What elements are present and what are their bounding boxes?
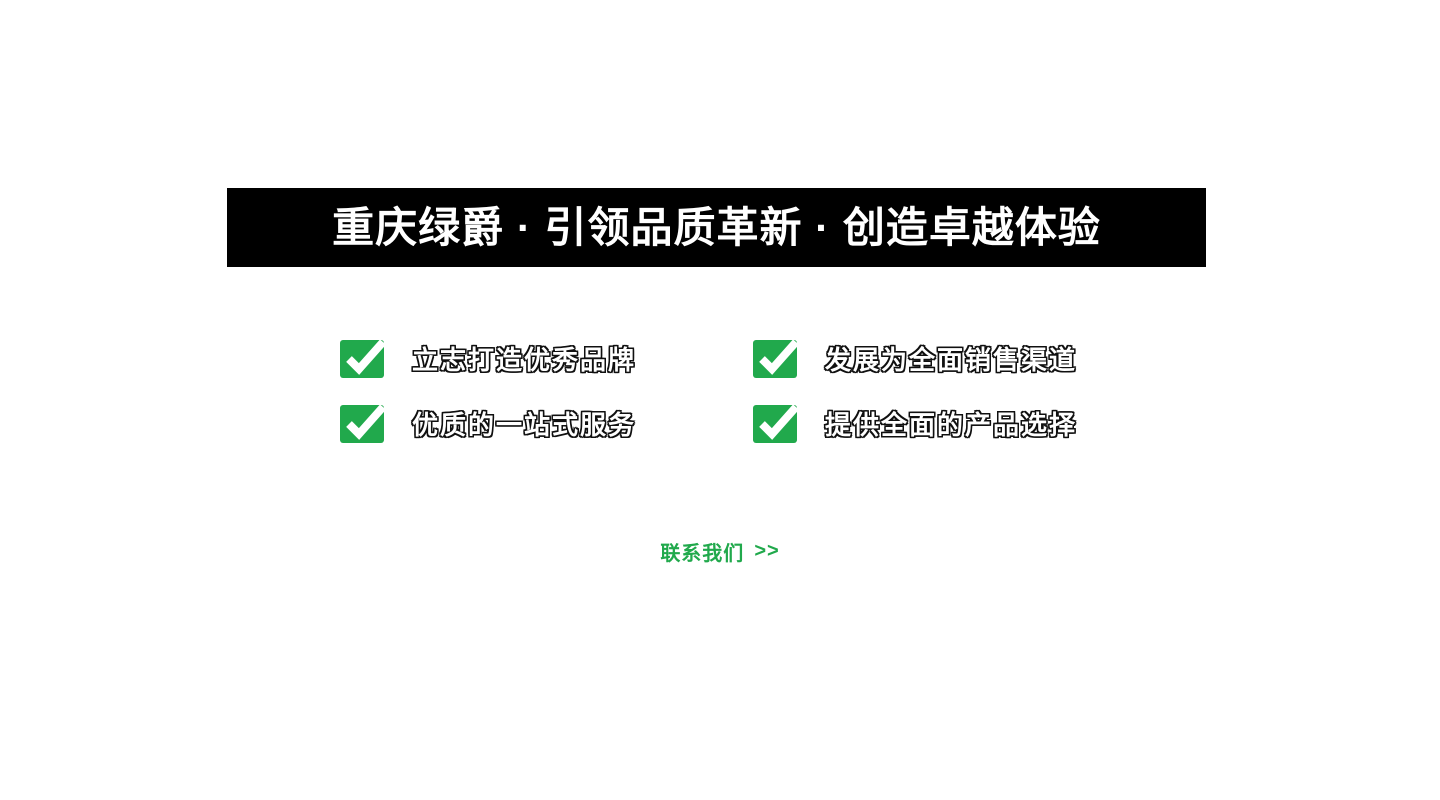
feature-item: 优质的一站式服务: [340, 403, 636, 443]
check-icon: [753, 404, 799, 443]
contact-cta-row: 联系我们 >>: [0, 537, 1440, 566]
chevrons-right-icon: >>: [754, 540, 780, 562]
feature-label: 立志打造优秀品牌: [412, 344, 637, 375]
feature-item: 发展为全面销售渠道: [753, 338, 1077, 378]
contact-us-link[interactable]: 联系我们 >>: [660, 537, 779, 566]
feature-label: 提供全面的产品选择: [825, 409, 1078, 440]
feature-label: 优质的一站式服务: [412, 409, 637, 440]
headline-title: 重庆绿爵 · 引领品质革新 · 创造卓越体验: [332, 203, 1101, 251]
check-icon: [340, 339, 386, 378]
check-icon: [753, 339, 799, 378]
feature-item: 提供全面的产品选择: [753, 403, 1077, 443]
feature-label: 发展为全面销售渠道: [825, 344, 1078, 375]
contact-us-label: 联系我们: [660, 543, 745, 565]
check-icon: [340, 404, 386, 443]
feature-item: 立志打造优秀品牌: [340, 338, 636, 378]
headline-banner: 重庆绿爵 · 引领品质革新 · 创造卓越体验: [227, 188, 1206, 267]
